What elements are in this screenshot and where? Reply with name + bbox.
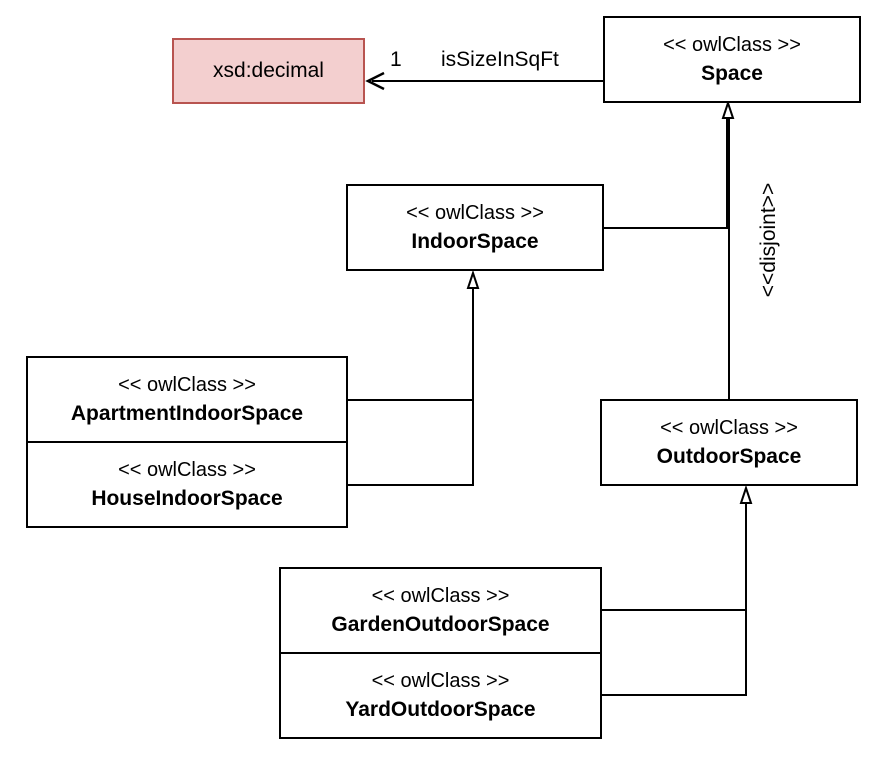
yard-stereotype: << owlClass >> <box>371 669 510 692</box>
house-to-indoor-edge <box>347 400 474 486</box>
indoor-space-class-box[interactable]: << owlClass >> IndoorSpace <box>346 184 604 271</box>
space-stereotype: << owlClass >> <box>663 33 801 56</box>
house-indoor-space-class-box[interactable]: << owlClass >> HouseIndoorSpace <box>26 441 348 528</box>
apartment-stereotype: << owlClass >> <box>118 373 256 396</box>
yard-outdoor-space-class-box[interactable]: << owlClass >> YardOutdoorSpace <box>279 652 602 739</box>
association-label: isSizeInSqFt <box>441 48 559 71</box>
outdoor-generalization-arrowhead <box>739 484 753 504</box>
indoor-to-space-edge <box>603 118 728 229</box>
xsd-decimal-box[interactable]: xsd:decimal <box>172 38 365 104</box>
datatype-label: xsd:decimal <box>213 59 324 82</box>
house-class-name: HouseIndoorSpace <box>91 486 283 510</box>
yard-class-name: YardOutdoorSpace <box>345 697 536 721</box>
space-class-box[interactable]: << owlClass >> Space <box>603 16 861 103</box>
disjoint-label: <<disjoint>> <box>757 182 781 298</box>
apartment-class-name: ApartmentIndoorSpace <box>70 401 304 425</box>
apartment-indoor-space-class-box[interactable]: << owlClass >> ApartmentIndoorSpace <box>26 356 348 443</box>
yard-to-outdoor-edge <box>601 610 747 696</box>
space-class-name: Space <box>701 61 763 85</box>
indoor-class-name: IndoorSpace <box>411 229 539 253</box>
outdoor-space-class-box[interactable]: << owlClass >> OutdoorSpace <box>600 399 858 486</box>
house-stereotype: << owlClass >> <box>118 458 256 481</box>
apartment-to-indoor-edge <box>347 288 474 401</box>
indoor-stereotype: << owlClass >> <box>406 201 544 224</box>
garden-to-outdoor-edge <box>601 503 747 611</box>
garden-stereotype: << owlClass >> <box>371 584 510 607</box>
association-multiplicity: 1 <box>390 48 402 71</box>
indoor-generalization-arrowhead <box>466 269 480 289</box>
garden-outdoor-space-class-box[interactable]: << owlClass >> GardenOutdoorSpace <box>279 567 602 654</box>
association-arrowhead <box>365 71 385 91</box>
space-generalization-arrowhead <box>721 99 735 119</box>
outdoor-stereotype: << owlClass >> <box>660 416 798 439</box>
outdoor-class-name: OutdoorSpace <box>656 444 802 468</box>
garden-class-name: GardenOutdoorSpace <box>331 612 550 636</box>
